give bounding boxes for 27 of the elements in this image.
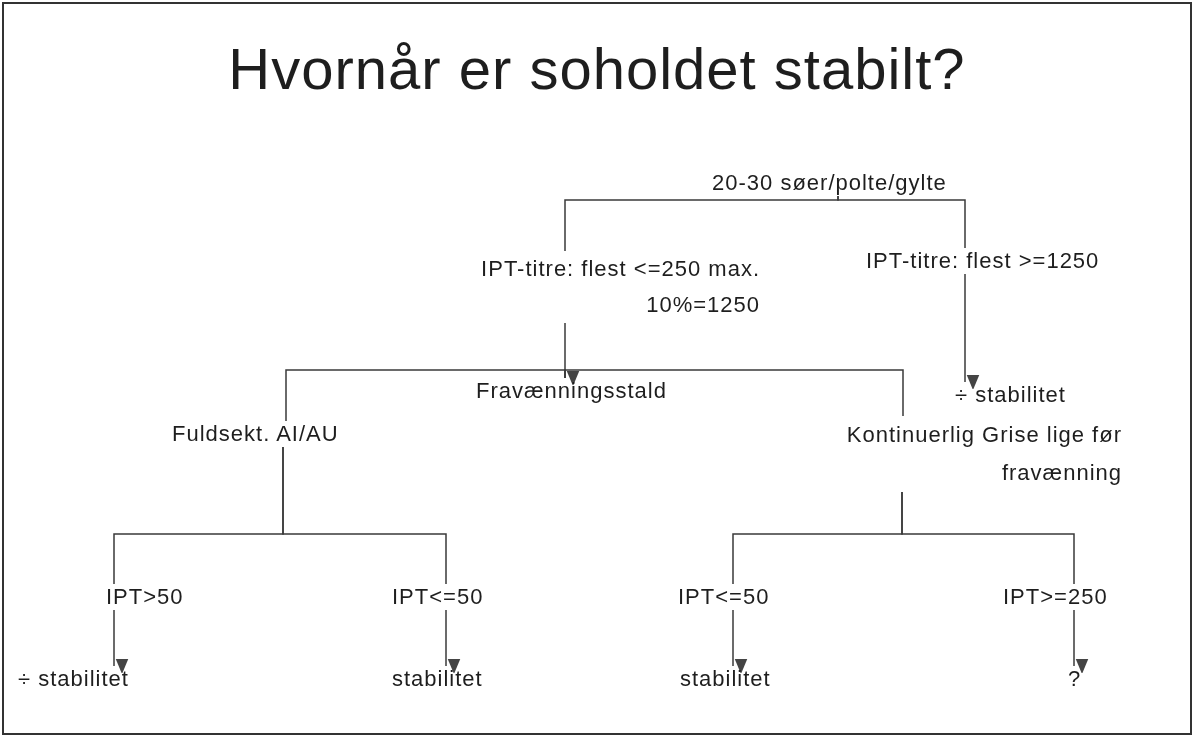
node-label: ÷ stabilitet — [955, 382, 1067, 408]
node-label: 20-30 søer/polte/gylte — [712, 170, 948, 196]
connector-line — [564, 369, 904, 417]
node-label: ? — [1068, 666, 1083, 692]
connector-line — [282, 446, 447, 585]
node-label: IPT-titre: flest >=1250 — [866, 248, 1101, 274]
node-label: Fravænningsstald — [476, 378, 668, 404]
arrow — [445, 609, 461, 674]
connector-line — [285, 369, 566, 422]
arrow — [964, 273, 980, 390]
arrow — [113, 609, 129, 674]
node-label: stabilitet — [392, 666, 484, 692]
node-label: IPT<=50 — [678, 584, 771, 610]
connector-line — [901, 491, 1075, 585]
connector-line — [837, 195, 966, 249]
node-label: IPT-titre: flest <=250 max. 10%=1250 — [480, 255, 760, 319]
node-label: ÷ stabilitet — [18, 666, 130, 692]
arrow — [1073, 609, 1089, 674]
node-label: Kontinuerlig Grise lige før fravænning — [845, 421, 1122, 487]
node-label: IPT>50 — [106, 584, 185, 610]
node-label: stabilitet — [680, 666, 772, 692]
arrow — [732, 609, 748, 674]
arrow — [564, 322, 580, 386]
node-label: IPT<=50 — [392, 584, 485, 610]
title: Hvornår er soholdet stabilt? — [227, 35, 967, 103]
node-label: Fuldsekt. AI/AU — [172, 421, 340, 447]
node-label: IPT>=250 — [1003, 584, 1109, 610]
